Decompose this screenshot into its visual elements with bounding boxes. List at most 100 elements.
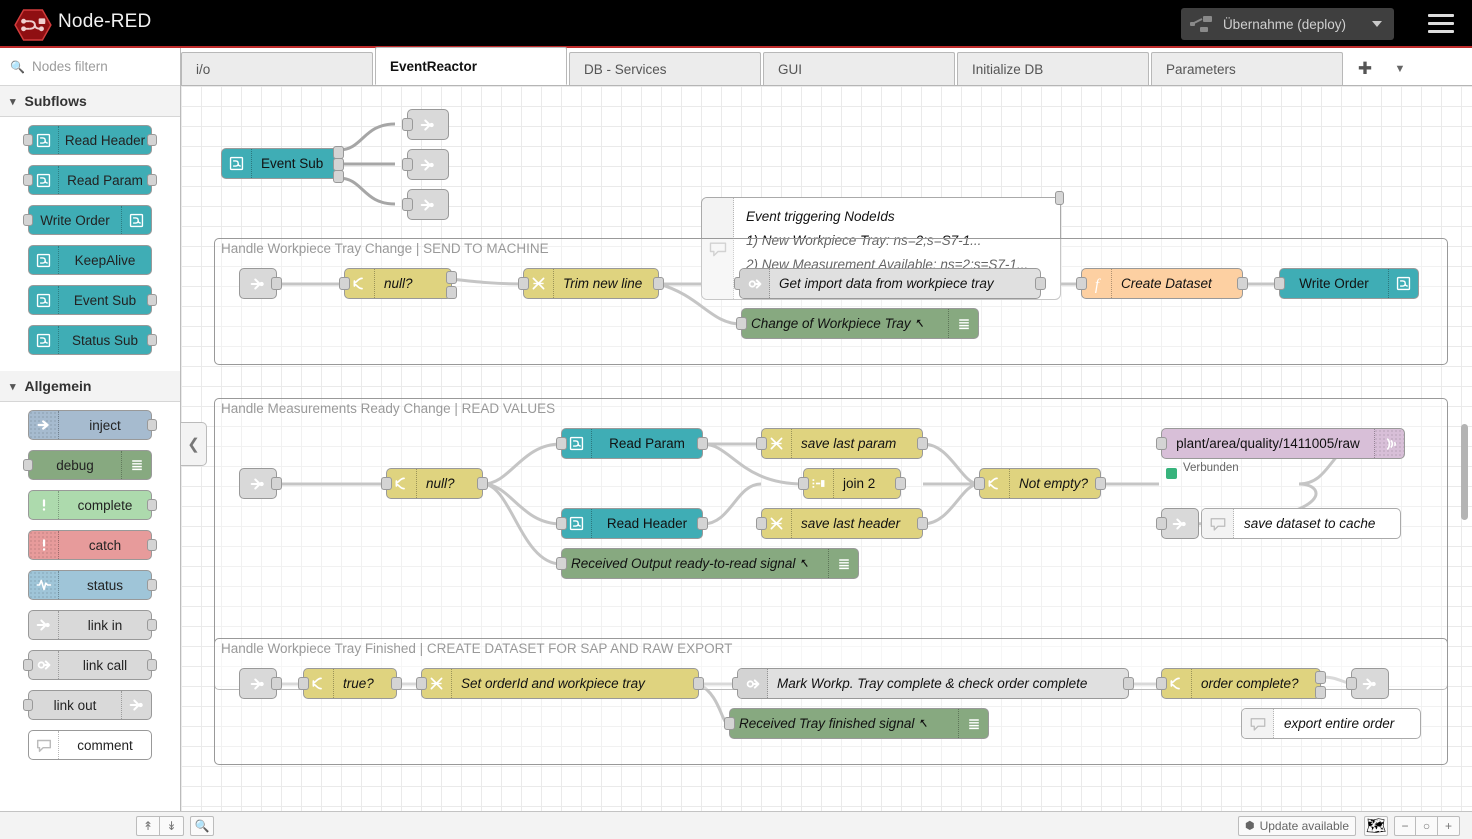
palette-node-debug[interactable]: debug	[23, 450, 152, 480]
output-port[interactable]	[271, 277, 282, 290]
update-available-badge[interactable]: ⬢ Update available	[1237, 815, 1356, 836]
palette-node-keepalive[interactable]: KeepAlive	[28, 245, 152, 275]
input-port[interactable]	[556, 517, 567, 530]
output-port-1[interactable]	[446, 271, 457, 284]
canvas-vertical-scrollbar[interactable]	[1461, 424, 1468, 520]
node-join-2[interactable]: join 2	[798, 468, 906, 499]
node-switch-not-empty[interactable]: Not empty?	[974, 468, 1106, 499]
input-port[interactable]	[756, 437, 767, 450]
node-change-set-orderid[interactable]: Set orderId and workpiece tray	[416, 668, 704, 699]
output-port[interactable]	[147, 539, 157, 551]
output-port-1[interactable]	[1315, 671, 1326, 684]
palette-node-status[interactable]: status	[28, 570, 157, 600]
node-link-in-g2[interactable]	[239, 468, 282, 499]
palette-node-inject[interactable]: inject	[28, 410, 157, 440]
output-port[interactable]	[271, 677, 282, 690]
input-port[interactable]	[736, 317, 747, 330]
tab-gui[interactable]: GUI	[763, 52, 955, 85]
input-port[interactable]	[23, 699, 33, 711]
zoom-reset-button[interactable]: ○	[1416, 815, 1438, 836]
output-port[interactable]	[147, 659, 157, 671]
output-port[interactable]	[1123, 677, 1134, 690]
node-link-call-mark-workp-tray[interactable]: Mark Workp. Tray complete & check order …	[732, 668, 1134, 699]
output-port[interactable]	[697, 437, 708, 450]
output-port[interactable]	[147, 134, 157, 146]
output-port[interactable]	[147, 174, 157, 186]
input-port[interactable]	[298, 677, 309, 690]
node-subflow-read-param[interactable]: Read Param	[556, 428, 708, 459]
input-port[interactable]	[339, 277, 350, 290]
zoom-out-button[interactable]: −	[1394, 815, 1416, 836]
output-port[interactable]	[1095, 477, 1106, 490]
palette-node-link-call[interactable]: link call	[23, 650, 157, 680]
input-port[interactable]	[1156, 437, 1167, 450]
node-link-in-g3[interactable]	[239, 668, 282, 699]
output-port[interactable]	[477, 477, 488, 490]
palette-search-row[interactable]: 🔍	[0, 48, 180, 86]
input-port[interactable]	[1156, 677, 1167, 690]
node-subflow-write-order[interactable]: Write Order	[1274, 268, 1419, 299]
output-port-2[interactable]	[446, 286, 457, 299]
hamburger-menu-icon[interactable]	[1428, 14, 1454, 34]
node-link-call-get-import-data[interactable]: Get import data from workpiece tray	[734, 268, 1046, 299]
palette-node-read-header[interactable]: Read Header	[23, 125, 157, 155]
input-port[interactable]	[23, 459, 33, 471]
comment-resize-handle[interactable]	[1055, 191, 1064, 205]
group-workpiece-tray-change[interactable]: Handle Workpiece Tray Change | SEND TO M…	[214, 238, 1448, 365]
tab-eventreactor[interactable]: EventReactor	[375, 47, 567, 85]
search-input[interactable]	[29, 58, 170, 75]
palette-node-link-out[interactable]: link out	[23, 690, 152, 720]
node-link-out-1[interactable]	[402, 109, 449, 140]
node-change-save-last-param[interactable]: save last param	[756, 428, 928, 459]
node-link-out-g2[interactable]	[1156, 508, 1199, 539]
output-port[interactable]	[271, 477, 282, 490]
node-mqtt-out-plant-raw[interactable]: plant/area/quality/1411005/raw	[1156, 428, 1405, 459]
input-port[interactable]	[402, 158, 413, 171]
deploy-button[interactable]: Übernahme (deploy)	[1180, 8, 1394, 40]
input-port[interactable]	[1076, 277, 1087, 290]
expand-all-button[interactable]: ↡	[160, 815, 184, 836]
node-subflow-read-header[interactable]: Read Header	[556, 508, 708, 539]
node-link-in-g1[interactable]	[239, 268, 282, 299]
input-port[interactable]	[518, 277, 529, 290]
input-port[interactable]	[1274, 277, 1285, 290]
palette-node-write-order[interactable]: Write Order	[23, 205, 152, 235]
output-port[interactable]	[1237, 277, 1248, 290]
output-port[interactable]	[391, 677, 402, 690]
node-debug-received-output-ready[interactable]: Received Output ready-to-read signal ⭦	[556, 548, 859, 579]
node-change-trim-new-line[interactable]: Trim new line	[518, 268, 664, 299]
input-port[interactable]	[1346, 677, 1357, 690]
input-port[interactable]	[23, 134, 33, 146]
node-change-save-last-header[interactable]: save last header	[756, 508, 928, 539]
output-port[interactable]	[147, 419, 157, 431]
output-port[interactable]	[917, 437, 928, 450]
palette-category-subflows[interactable]: ▾ Subflows	[0, 86, 180, 117]
add-tab-button[interactable]: ✚	[1345, 52, 1385, 85]
output-port[interactable]	[693, 677, 704, 690]
input-port[interactable]	[556, 437, 567, 450]
tab-io[interactable]: i/o	[181, 52, 373, 85]
node-comment-export-entire-order[interactable]: export entire order	[1241, 708, 1421, 739]
input-port[interactable]	[798, 477, 809, 490]
palette-node-catch[interactable]: catch	[28, 530, 157, 560]
input-port[interactable]	[416, 677, 427, 690]
palette-node-status-sub[interactable]: Status Sub	[28, 325, 157, 355]
input-port[interactable]	[556, 557, 567, 570]
node-link-out-g3[interactable]	[1346, 668, 1389, 699]
node-debug-change-of-workpiece-tray[interactable]: Change of Workpiece Tray ⭦	[736, 308, 979, 339]
tab-initialize-db[interactable]: Initialize DB	[957, 52, 1149, 85]
input-port[interactable]	[23, 214, 33, 226]
tab-menu-button[interactable]: ▼	[1385, 52, 1415, 85]
input-port[interactable]	[1156, 517, 1167, 530]
output-port-3[interactable]	[333, 170, 344, 183]
output-port[interactable]	[147, 619, 157, 631]
output-port[interactable]	[147, 579, 157, 591]
node-comment-save-dataset-to-cache[interactable]: save dataset to cache	[1201, 508, 1401, 539]
output-port[interactable]	[147, 334, 157, 346]
node-event-sub[interactable]: Event Sub	[221, 146, 344, 183]
tab-parameters[interactable]: Parameters	[1151, 52, 1343, 85]
palette-node-comment[interactable]: comment	[28, 730, 152, 760]
output-port[interactable]	[917, 517, 928, 530]
output-port[interactable]	[147, 499, 157, 511]
navigator-toggle-button[interactable]: 🗺	[1364, 815, 1388, 836]
